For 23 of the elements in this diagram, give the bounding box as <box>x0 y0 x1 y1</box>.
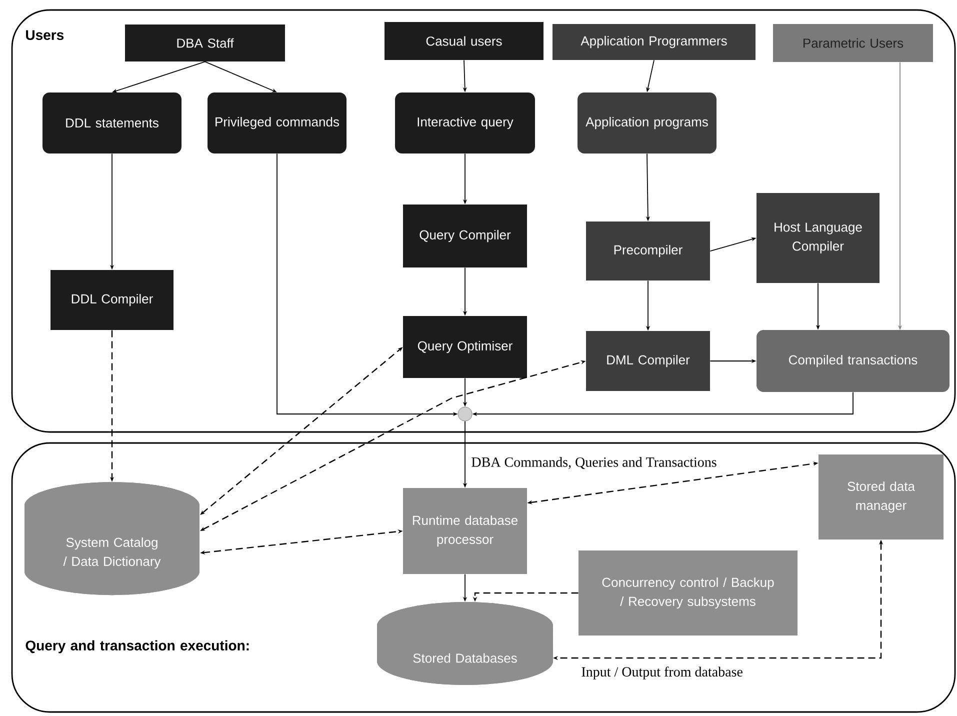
process-box: Compiled transactions <box>756 330 950 392</box>
process-box: Concurrency control / Backup / Recovery subsystems <box>578 550 798 636</box>
process-box: DDL statements <box>42 92 182 154</box>
process-box: Application Programmers <box>552 24 756 60</box>
process-box: Host Language Compiler <box>756 193 880 283</box>
edge-label: DBA Commands, Queries and Transactions <box>470 456 718 470</box>
process-box: DBA Staff <box>125 24 285 62</box>
database-cylinder: System Catalog / Data Dictionary <box>24 482 200 596</box>
process-box: Application programs <box>578 92 716 154</box>
process-box: DDL Compiler <box>50 270 174 330</box>
process-box: Query Compiler <box>403 204 527 268</box>
junction-circle <box>458 406 472 422</box>
process-box: Stored data manager <box>818 454 944 540</box>
process-box: DML Compiler <box>586 331 710 391</box>
process-box: Runtime database processor <box>403 488 527 574</box>
process-box: Precompiler <box>586 222 710 280</box>
process-box: Interactive query <box>395 92 535 154</box>
edge-label: Input / Output from database <box>580 666 744 680</box>
process-box: Parametric Users <box>773 24 933 62</box>
database-cylinder: Stored Databases <box>377 602 553 685</box>
process-box: Query Optimiser <box>403 316 527 378</box>
process-box: Privileged commands <box>208 92 346 154</box>
process-box: Casual users <box>384 22 544 60</box>
